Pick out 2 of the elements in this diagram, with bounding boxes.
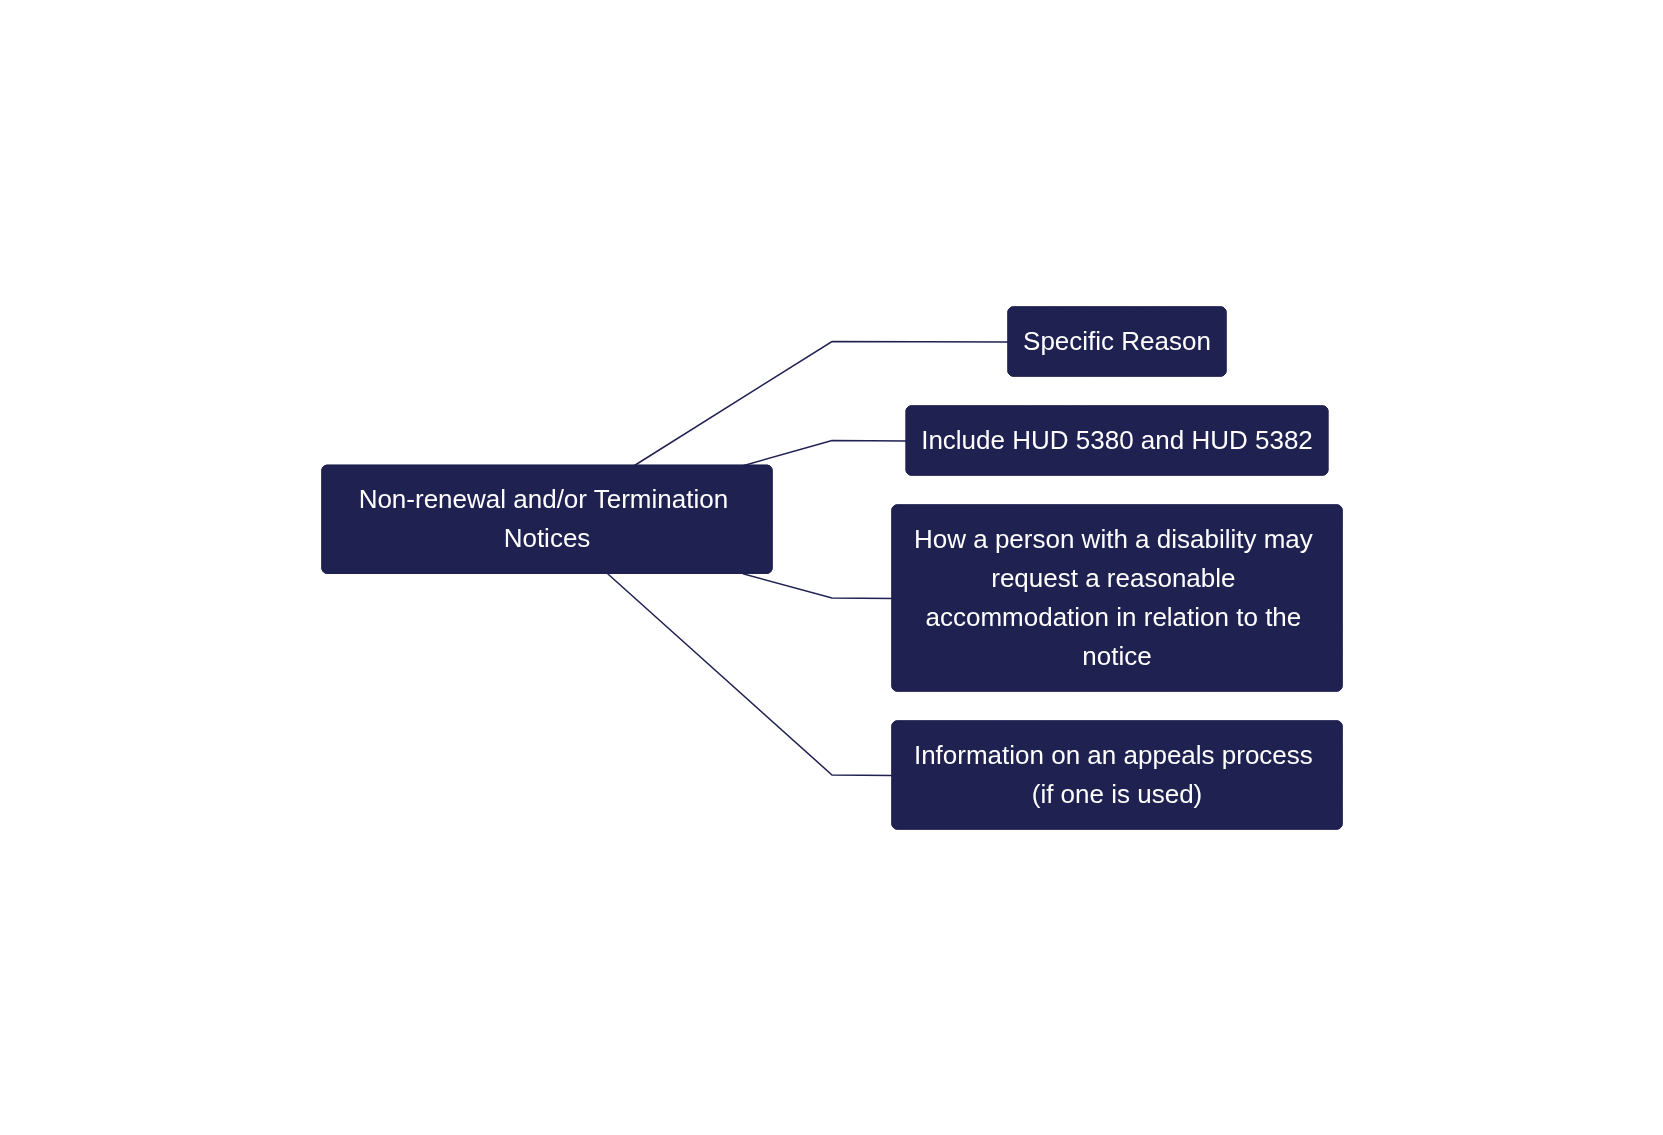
connector [741, 572, 893, 599]
connector [606, 572, 893, 776]
